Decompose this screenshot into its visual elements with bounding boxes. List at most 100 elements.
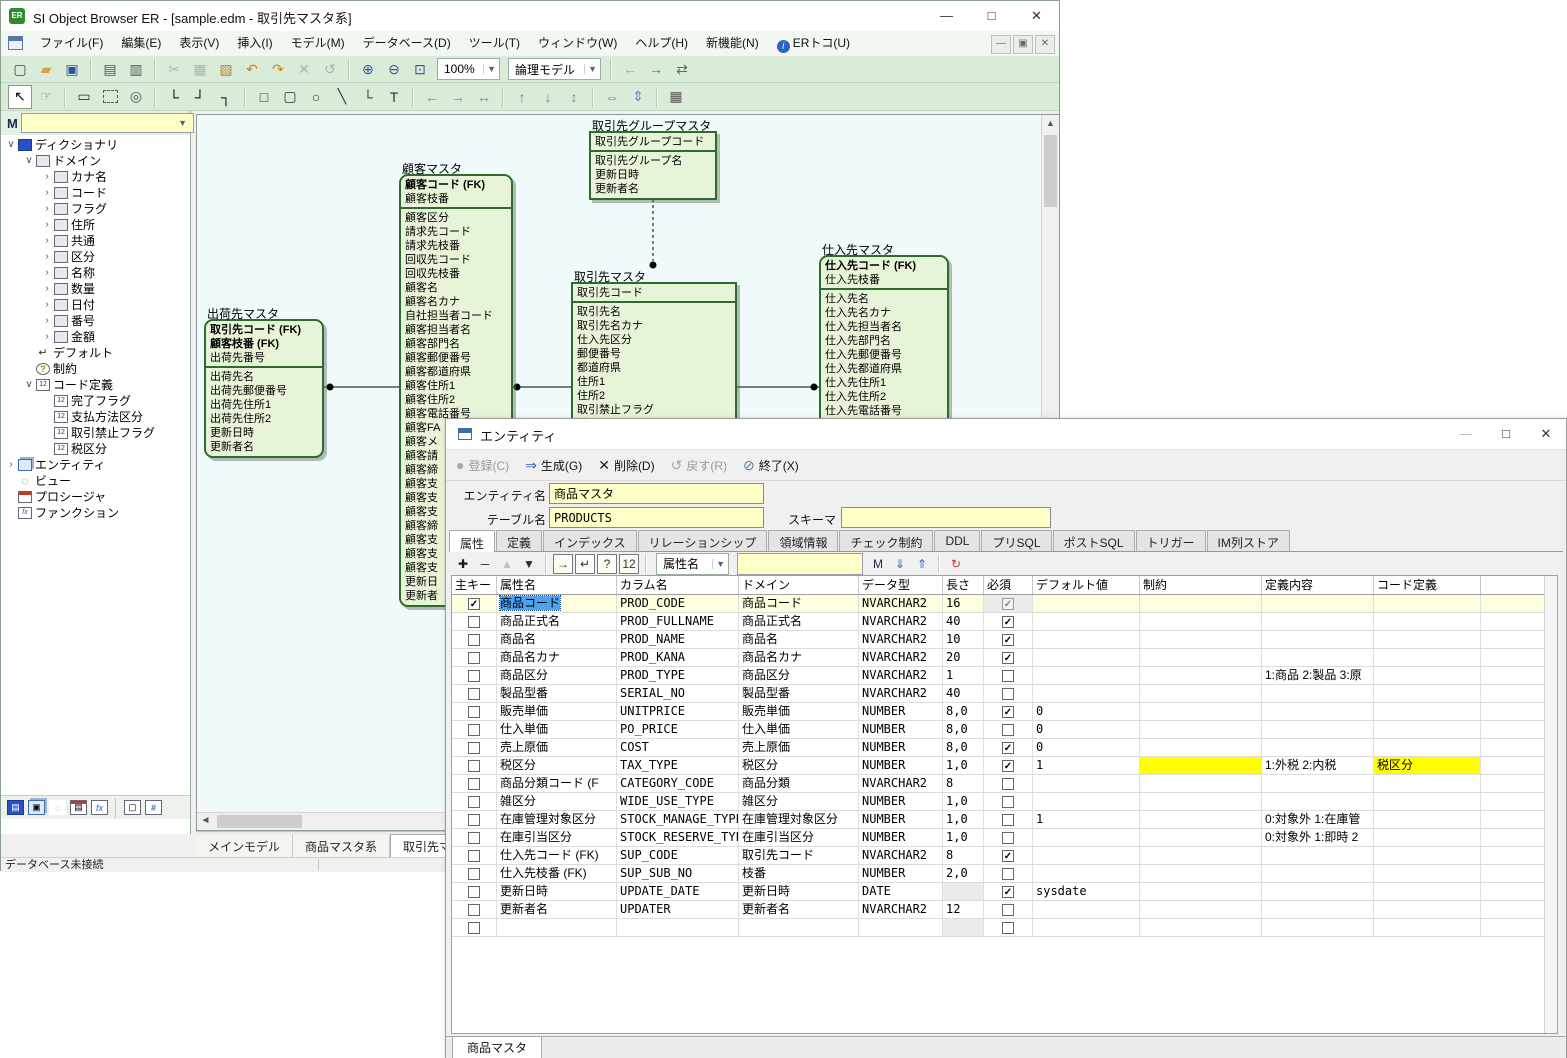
grid-row[interactable]: 仕入単価PO_PRICE仕入単価NUMBER8,00 [452,721,1557,739]
grid-row[interactable]: 商品コードPROD_CODE商品コードNVARCHAR216 [452,595,1557,613]
tab-トリガー[interactable]: トリガー [1136,530,1206,551]
definition-cell[interactable]: 1:商品 2:製品 3:原 [1262,667,1374,684]
constraint-cell[interactable] [1140,595,1262,612]
code-definition-cell[interactable]: 税区分 [1374,757,1481,774]
relation-nonidentify-tool-icon[interactable]: ┘ [188,85,212,109]
entity-tool-icon[interactable]: ▭ [72,85,96,109]
required-checkbox[interactable] [1002,760,1014,772]
definition-cell[interactable] [1262,721,1374,738]
data-type-cell[interactable]: NVARCHAR2 [859,613,943,630]
attr-name-cell[interactable]: 商品区分 [497,667,617,684]
constraint-icon[interactable]: ? [597,554,617,574]
menu-item[interactable]: ツール(T) [460,31,529,56]
primary-key-checkbox[interactable] [468,904,480,916]
tab-領域情報[interactable]: 領域情報 [768,530,838,551]
sidebar-search-input[interactable] [21,113,194,133]
domain-cell[interactable]: 製品型番 [739,685,859,702]
attr-name-cell[interactable]: 在庫引当区分 [497,829,617,846]
column-name-cell[interactable]: COST [617,739,739,756]
length-cell[interactable]: 12 [943,901,984,918]
constraint-cell[interactable] [1140,649,1262,666]
mdi-minimize-button[interactable]: — [991,35,1011,54]
definition-cell[interactable] [1262,901,1374,918]
primary-key-checkbox[interactable] [468,616,480,628]
entity-partner-group[interactable]: 取引先グループマスタ取引先グループコード取引先グループ名更新日時更新者名 [589,131,717,200]
cut-icon[interactable]: ✂ [162,57,186,81]
primary-key-checkbox[interactable] [468,706,480,718]
data-type-cell[interactable]: NVARCHAR2 [859,685,943,702]
definition-cell[interactable] [1262,703,1374,720]
domain-cell[interactable]: 在庫引当区分 [739,829,859,846]
tree-item[interactable]: ›数量 [1,281,189,297]
expander-closed-icon[interactable]: › [41,217,53,233]
menu-item[interactable]: 表示(V) [170,31,228,56]
align-right-icon[interactable]: → [446,85,470,109]
attr-name-cell[interactable]: 在庫管理対象区分 [497,811,617,828]
tree-item[interactable]: ›住所 [1,217,189,233]
default-value-cell[interactable] [1033,829,1140,846]
data-type-cell[interactable] [859,919,943,936]
data-type-cell[interactable]: NVARCHAR2 [859,595,943,612]
constraint-cell[interactable] [1140,865,1262,882]
column-name-cell[interactable]: TAX_TYPE [617,757,739,774]
required-checkbox[interactable] [1002,670,1014,682]
column-header[interactable]: コード定義 [1374,576,1481,594]
tree-item[interactable]: ›エンティティ [1,457,189,473]
column-name-cell[interactable]: SUP_SUB_NO [617,865,739,882]
align-center-v-icon[interactable]: ↕ [562,85,586,109]
tree-item[interactable]: ∨ドメイン [1,153,189,169]
tree-item[interactable]: ›カナ名 [1,169,189,185]
menu-item[interactable]: ウィンドウ(W) [529,31,626,56]
undo-icon[interactable]: ↶ [240,57,264,81]
constraint-cell[interactable] [1140,847,1262,864]
required-checkbox[interactable] [1002,616,1014,628]
tree-item[interactable]: 12税区分 [1,441,189,457]
constraint-cell[interactable] [1140,757,1262,774]
minimize-button[interactable]: — [1446,420,1486,448]
code-definition-cell[interactable] [1374,865,1481,882]
tree-item[interactable]: ›コード [1,185,189,201]
code-definition-cell[interactable] [1374,667,1481,684]
find-down-icon[interactable]: ⇓ [890,554,910,574]
default-value-cell[interactable]: sysdate [1033,883,1140,900]
delete-button[interactable]: ✕削除(D) [598,457,654,474]
oval-tool-icon[interactable]: ◎ [124,85,148,109]
data-type-cell[interactable]: NUMBER [859,703,943,720]
attr-name-cell[interactable]: 雑区分 [497,793,617,810]
grid-row[interactable]: 在庫引当区分STOCK_RESERVE_TYP在庫引当区分NUMBER1,00:… [452,829,1557,847]
column-name-cell[interactable]: PROD_TYPE [617,667,739,684]
menu-item[interactable]: データベース(D) [354,31,460,56]
jump-domain-icon[interactable]: → [553,554,573,574]
revert-all-icon[interactable]: ↺ [318,57,342,81]
expander-closed-icon[interactable]: › [41,185,53,201]
expander-open-icon[interactable]: ∨ [5,137,17,153]
attr-name-cell[interactable]: 商品名カナ [497,649,617,666]
constraint-cell[interactable] [1140,883,1262,900]
data-type-cell[interactable]: NUMBER [859,721,943,738]
definition-cell[interactable] [1262,775,1374,792]
grid-row[interactable]: 商品正式名PROD_FULLNAME商品正式名NVARCHAR240 [452,613,1557,631]
expander-closed-icon[interactable]: › [41,297,53,313]
required-checkbox[interactable] [1002,742,1014,754]
attr-name-cell[interactable]: 商品名 [497,631,617,648]
grid-row[interactable]: 仕入先コード (FK)SUP_CODE取引先コードNVARCHAR28 [452,847,1557,865]
length-cell[interactable]: 2,0 [943,865,984,882]
expander-closed-icon[interactable]: › [5,457,17,473]
primary-key-checkbox[interactable] [468,850,480,862]
definition-cell[interactable] [1262,919,1374,936]
definition-cell[interactable]: 1:外税 2:内税 [1262,757,1374,774]
code-definition-cell[interactable] [1374,793,1481,810]
relation-identify-tool-icon[interactable]: └ [162,85,186,109]
tree-item[interactable]: ↵デフォルト [1,345,189,361]
menu-item[interactable]: ファイル(F) [31,31,112,56]
primary-key-checkbox[interactable] [468,832,480,844]
length-cell[interactable]: 1,0 [943,811,984,828]
revert-button[interactable]: ↺戻す(R) [671,457,727,474]
length-cell[interactable]: 8 [943,775,984,792]
entity-name-input[interactable] [549,483,764,504]
menu-item-ertoko[interactable]: iERトコ(U) [768,31,859,56]
code-definition-cell[interactable] [1374,721,1481,738]
definition-cell[interactable] [1262,865,1374,882]
required-checkbox[interactable] [1002,814,1014,826]
code-definition-cell[interactable] [1374,901,1481,918]
